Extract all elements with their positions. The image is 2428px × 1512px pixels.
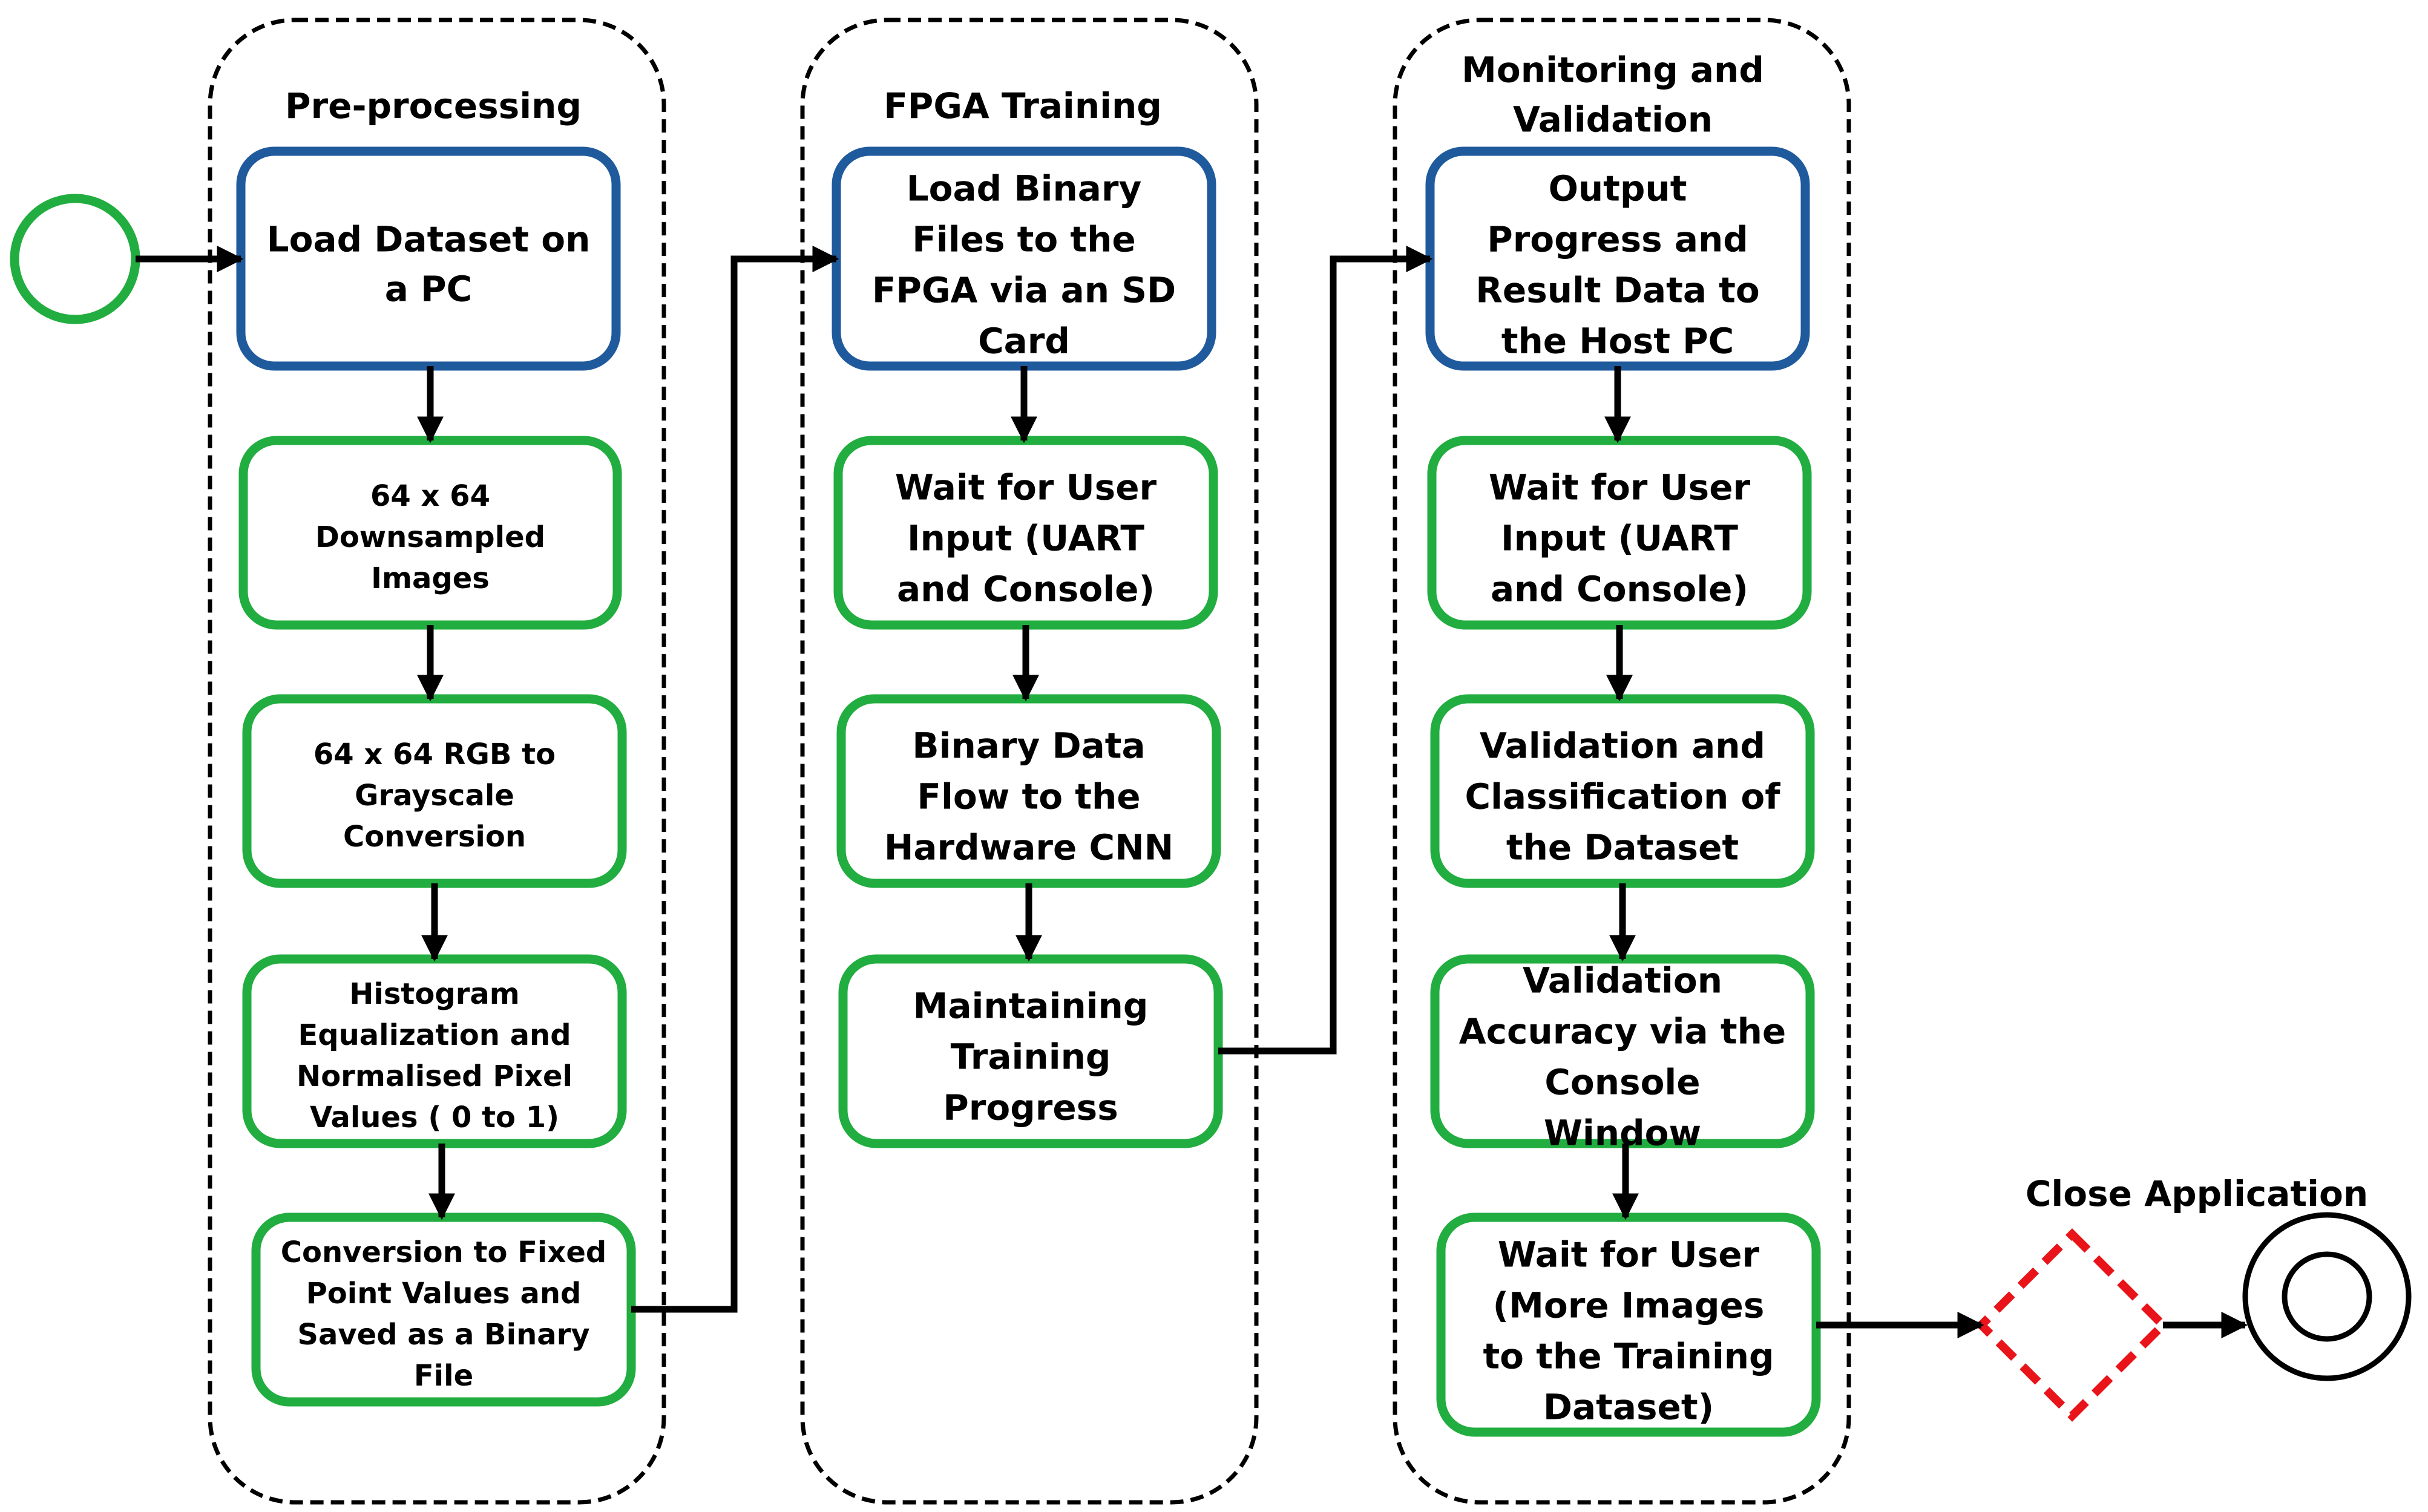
label-validation-class-line: the Dataset [1506,826,1739,868]
label-validation-class-line: Validation and [1480,725,1765,766]
start-event [10,194,140,324]
label-wait-input-2-line: Input (UART [1501,517,1738,558]
label-wait-input-2-line: and Console) [1491,568,1748,609]
lane-title-preprocessing: Pre-processing [285,85,582,126]
label-histogram-line: Equalization and [298,1018,571,1052]
label-histogram-line: Histogram [349,977,520,1011]
label-wait-input-2-line: Wait for User [1489,466,1751,508]
label-wait-more: Wait for User (More Images to the Training… [1483,1234,1774,1427]
label-output-progress-line: Result Data to [1475,269,1760,310]
label-fixed-point-line: File [414,1359,473,1393]
label-downsampled-line: Images [371,561,490,595]
lane-monitoring [1393,18,1851,1505]
label-wait-more-line: Dataset) [1543,1386,1714,1427]
label-rgb-gray-line: Grayscale [355,779,514,813]
end-event-inner [2282,1251,2372,1342]
arrow-maintaining-to-output [1218,246,1433,1055]
lane-fpga-training [800,18,1259,1505]
label-wait-input-1-line: Wait for User [895,466,1157,508]
label-histogram-line: Values ( 0 to 1) [310,1101,559,1134]
label-load-dataset-line: Load Dataset on [267,219,591,260]
label-wait-input-1-line: Input (UART [907,517,1144,558]
label-wait-more-line: (More Images [1493,1285,1765,1326]
close-gateway [1975,1228,2169,1422]
close-application-label: Close Application [2026,1173,2368,1214]
label-output-progress-line: Progress and [1487,218,1748,260]
arrow-fixed-to-load-binary [631,246,839,1313]
label-validation-acc-line: Console [1544,1061,1700,1102]
label-validation-acc-line: Validation [1523,960,1722,1001]
label-load-binary-line: Card [978,320,1070,361]
label-binary-flow-line: Binary Data [912,725,1145,766]
label-wait-input-1-line: and Console) [897,568,1155,609]
label-binary-flow-line: Hardware CNN [884,826,1173,868]
lane-title-fpga-training: FPGA Training [884,85,1162,126]
label-downsampled-line: 64 x 64 [370,479,490,513]
label-fixed-point-line: Conversion to Fixed [281,1235,607,1269]
label-wait-more-line: Wait for User [1498,1234,1760,1275]
label-load-dataset: Load Dataset on a PC [267,219,591,310]
lane-title-monitoring-line: Monitoring and [1462,50,1764,91]
label-load-binary-line: FPGA via an SD [872,269,1176,310]
lane-title-monitoring-line: Validation [1513,99,1713,140]
label-output-progress-line: Output [1549,168,1687,209]
label-maintaining-line: Maintaining [913,985,1149,1026]
lane-preprocessing [208,18,666,1505]
label-validation-acc-line: Accuracy via the [1459,1010,1786,1052]
label-rgb-gray-line: Conversion [343,820,526,854]
label-load-binary-line: Load Binary [907,168,1142,209]
label-downsampled-line: Downsampled [315,520,545,554]
label-fixed-point-line: Point Values and [306,1277,582,1311]
label-maintaining-line: Progress [943,1087,1118,1128]
label-wait-more-line: to the Training [1483,1335,1774,1376]
label-fixed-point-line: Saved as a Binary [297,1318,589,1352]
label-load-binary-line: Files to the [912,218,1136,260]
label-load-dataset-line: a PC [385,269,472,310]
label-histogram-line: Normalised Pixel [297,1059,573,1093]
label-rgb-gray-line: 64 x 64 RGB to [313,738,556,771]
label-binary-flow-line: Flow to the [917,776,1140,817]
label-maintaining-line: Training [951,1036,1111,1077]
label-validation-class-line: Classification of [1465,776,1780,817]
label-output-progress-line: the Host PC [1501,320,1734,361]
